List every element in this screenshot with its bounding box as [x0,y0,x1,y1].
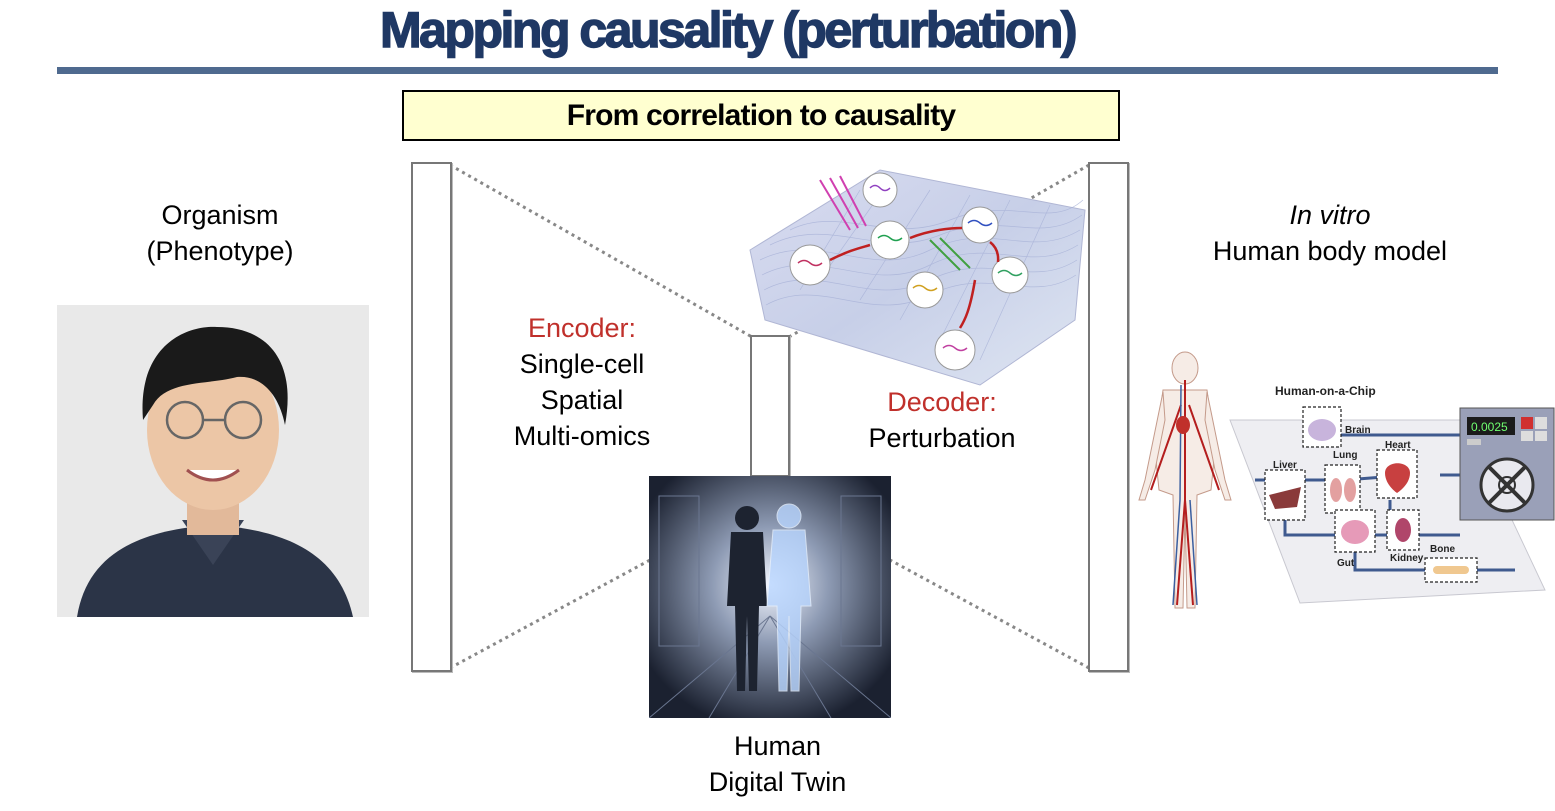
in-vitro-text: In vitro [1289,200,1371,230]
organism-text: Organism [161,200,279,230]
correlation-causality-banner: From correlation to causality [402,90,1120,141]
digital-twin-text: Digital Twin [708,767,847,797]
organ-label-bone: Bone [1430,544,1455,555]
slide-title: Mapping causality (perturbation) [379,1,1078,58]
encoder-item-multi-omics: Multi-omics [513,421,651,451]
phenotype-text: (Phenotype) [146,236,294,266]
encoder-item-single-cell: Single-cell [519,349,645,379]
connector-left-bottom [449,558,651,670]
connector-left-top [449,163,753,339]
encoder-description: Encoder: Single-cell Spatial Multi-omics [482,310,682,454]
title-underline [57,67,1498,74]
organ-label-kidney: Kidney [1390,553,1424,564]
organ-label-heart: Heart [1385,440,1411,451]
decoder-item-perturbation: Perturbation [868,423,1016,453]
encoder-block [411,162,452,672]
encoder-heading: Encoder: [527,313,637,343]
human-on-a-chip-diagram: Human-on-a-Chip Brain Heart Liver Lung G… [1229,384,1555,604]
encoder-item-spatial: Spatial [540,385,624,415]
human-body-model-text: Human body model [1212,236,1448,266]
organ-label-lung: Lung [1333,450,1357,461]
latent-bottleneck-block [750,335,790,477]
human-anatomy-figure [1138,351,1232,609]
organism-label: Organism (Phenotype) [80,197,360,269]
human-text: Human [733,731,822,761]
connector-right-bottom [889,558,1090,670]
digital-twin-image [649,476,891,718]
organ-label-liver: Liver [1273,460,1297,471]
portrait-photo [57,305,369,617]
decoder-block [1088,162,1129,672]
organ-label-gut: Gut [1337,558,1355,569]
decoder-heading: Decoder: [887,387,997,417]
in-vitro-label: In vitro Human body model [1180,197,1480,269]
digital-twin-label: Human Digital Twin [660,728,895,800]
waddington-landscape-image [749,169,1086,386]
chip-title: Human-on-a-Chip [1275,384,1376,398]
micro-pump: 0.0025 [1459,407,1555,521]
organ-label-brain: Brain [1345,425,1371,436]
pump-display: 0.0025 [1471,420,1508,434]
decoder-description: Decoder: Perturbation [842,384,1042,456]
